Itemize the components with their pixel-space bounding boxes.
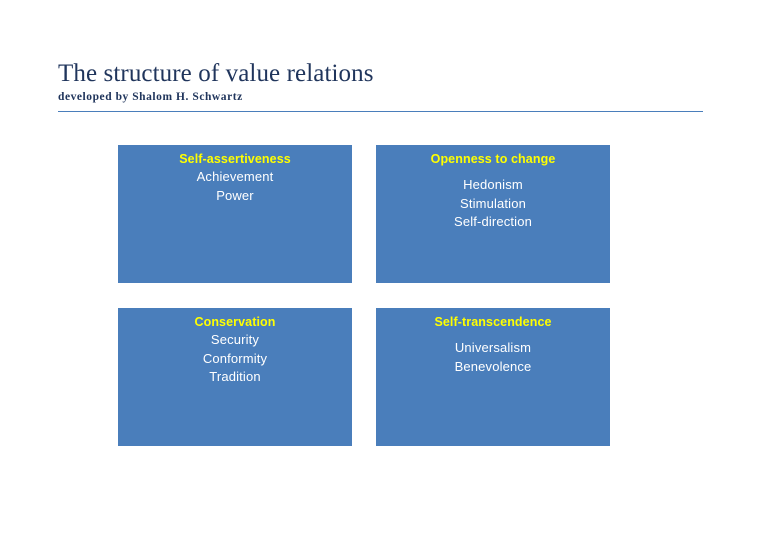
value-item: Stimulation	[460, 195, 526, 211]
value-box-heading: Self-transcendence	[434, 315, 552, 329]
value-box-conservation: Conservation Security Conformity Traditi…	[118, 308, 352, 446]
value-item: Power	[216, 187, 254, 203]
value-box-heading: Self-assertiveness	[179, 152, 291, 166]
value-box-openness-to-change: Openness to change Hedonism Stimulation …	[376, 145, 610, 283]
slide-header: The structure of value relations develop…	[58, 60, 704, 112]
value-box-self-assertiveness: Self-assertiveness Achievement Power	[118, 145, 352, 283]
value-box-item-list: Security Conformity Tradition	[118, 331, 352, 387]
value-item: Achievement	[196, 169, 274, 184]
value-item: Tradition	[209, 369, 261, 384]
value-item: Hedonism	[463, 177, 523, 192]
value-box-item-list: Achievement Power	[118, 168, 352, 205]
value-item: Self-direction	[454, 214, 532, 229]
value-box-item-list: Hedonism Stimulation Self-direction	[376, 176, 610, 232]
value-item: Benevolence	[454, 358, 532, 374]
value-box-heading: Conservation	[194, 315, 276, 329]
value-box-heading: Openness to change	[430, 152, 556, 166]
value-item: Universalism	[454, 340, 532, 355]
value-item: Security	[210, 332, 260, 347]
title-divider	[58, 111, 703, 112]
page-subtitle: developed by Shalom H. Schwartz	[58, 91, 243, 103]
value-box-item-list: Universalism Benevolence	[376, 339, 610, 376]
page-title: The structure of value relations	[58, 60, 374, 87]
value-box-self-transcendence: Self-transcendence Universalism Benevole…	[376, 308, 610, 446]
value-item: Conformity	[202, 350, 268, 366]
